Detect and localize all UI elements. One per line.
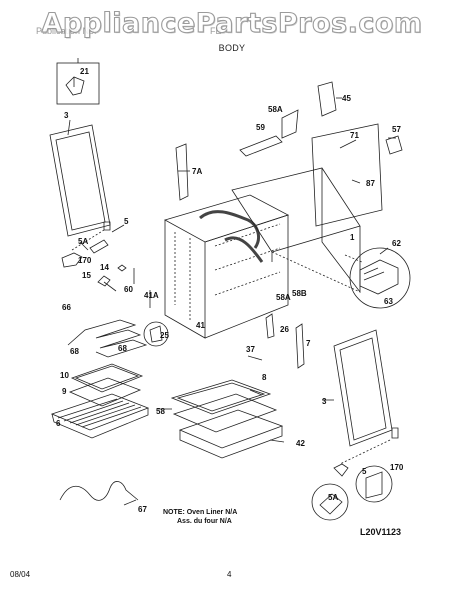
part-60-label: 60 bbox=[124, 285, 133, 294]
part-15-label: 15 bbox=[82, 271, 91, 280]
section-title: BODY bbox=[218, 43, 246, 53]
part-58A-bottom-label: 58A bbox=[276, 293, 291, 302]
part-41-label: 41 bbox=[196, 321, 205, 330]
note-line-1: NOTE: Oven Liner N/A bbox=[163, 509, 238, 516]
left-leveler-assembly bbox=[61, 221, 111, 268]
part-5-right-label: 5 bbox=[362, 467, 367, 476]
part-6-label: 6 bbox=[56, 419, 61, 428]
part-68-left-label: 68 bbox=[70, 347, 79, 356]
part-62-label: 62 bbox=[392, 239, 401, 248]
part-26-label: 26 bbox=[280, 325, 289, 334]
part-59-strip bbox=[239, 135, 283, 157]
part-5A-right-label: 5A bbox=[328, 493, 338, 502]
part-41A-label: 41A bbox=[144, 291, 159, 300]
right-side-panel bbox=[333, 329, 393, 447]
publication-number-fragment: Publication No. bbox=[36, 26, 97, 36]
part-57-label: 57 bbox=[392, 125, 401, 134]
part-67-label: 67 bbox=[138, 505, 147, 514]
oven-liner-note: NOTE: Oven Liner N/A Ass. du four N/A bbox=[163, 508, 237, 526]
back-panel bbox=[231, 167, 361, 294]
part-5-detail-circle bbox=[355, 465, 393, 503]
part-7A-label: 7A bbox=[192, 167, 202, 176]
part-21-box bbox=[56, 62, 100, 105]
part-66-label: 66 bbox=[62, 303, 71, 312]
part-170-right-label: 170 bbox=[390, 463, 404, 472]
part-5A-left-label: 5A bbox=[78, 237, 88, 246]
part-58A-top-label: 58A bbox=[268, 105, 283, 114]
part-21-clip bbox=[65, 76, 85, 96]
part-71-label: 71 bbox=[350, 131, 359, 140]
small-parts-left bbox=[97, 264, 151, 308]
right-leveler-assembly bbox=[333, 427, 399, 477]
broil-pan bbox=[68, 363, 144, 407]
oven-body bbox=[163, 194, 290, 339]
part-62-detail-circle bbox=[349, 247, 411, 309]
diagram-code: L20V1123 bbox=[360, 527, 402, 537]
part-7-label: 7 bbox=[306, 339, 311, 348]
part-57-plate bbox=[385, 135, 403, 155]
part-87-label: 87 bbox=[366, 179, 375, 188]
part-8-label: 8 bbox=[262, 373, 267, 382]
watermark: AppliancePartsPros.com bbox=[41, 7, 423, 39]
part-170-left-label: 170 bbox=[78, 256, 92, 265]
part-45-bracket bbox=[317, 81, 337, 117]
part-14-label: 14 bbox=[100, 263, 109, 272]
part-1-label: 1 bbox=[350, 233, 355, 242]
hinge-26 bbox=[265, 313, 275, 339]
part-37-label: 37 bbox=[246, 345, 255, 354]
left-side-panel bbox=[49, 124, 111, 237]
part-3-left-label: 3 bbox=[64, 111, 69, 120]
oven-rack bbox=[50, 393, 150, 439]
broil-element bbox=[59, 481, 139, 501]
part-5A-detail-circle bbox=[311, 483, 349, 521]
part-58A-bracket bbox=[281, 109, 299, 139]
part-42-label: 42 bbox=[296, 439, 305, 448]
hinge-7 bbox=[295, 323, 305, 369]
part-58-label: 58 bbox=[156, 407, 165, 416]
bake-element bbox=[67, 319, 148, 358]
part-3-right-label: 3 bbox=[322, 397, 327, 406]
model-number-fragment: FE bbox=[210, 26, 222, 36]
hinge-7A bbox=[175, 143, 189, 201]
rear-cover bbox=[311, 123, 383, 227]
part-25-detail-circle bbox=[143, 321, 169, 347]
part-58B-label: 58B bbox=[292, 289, 307, 298]
oven-door-assembly bbox=[170, 379, 284, 459]
footer-date: 08/04 bbox=[10, 570, 31, 579]
part-63-label: 63 bbox=[384, 297, 393, 306]
part-25-label: 25 bbox=[160, 331, 169, 340]
page-number: 4 bbox=[227, 570, 232, 579]
part-59-label: 59 bbox=[256, 123, 265, 132]
part-21-label: 21 bbox=[80, 67, 89, 76]
part-45-label: 45 bbox=[342, 94, 351, 103]
part-9-label: 9 bbox=[62, 387, 67, 396]
part-10-label: 10 bbox=[60, 371, 69, 380]
part-68-right-label: 68 bbox=[118, 344, 127, 353]
note-line-2: Ass. du four N/A bbox=[177, 518, 232, 525]
part-5-left-label: 5 bbox=[124, 217, 129, 226]
